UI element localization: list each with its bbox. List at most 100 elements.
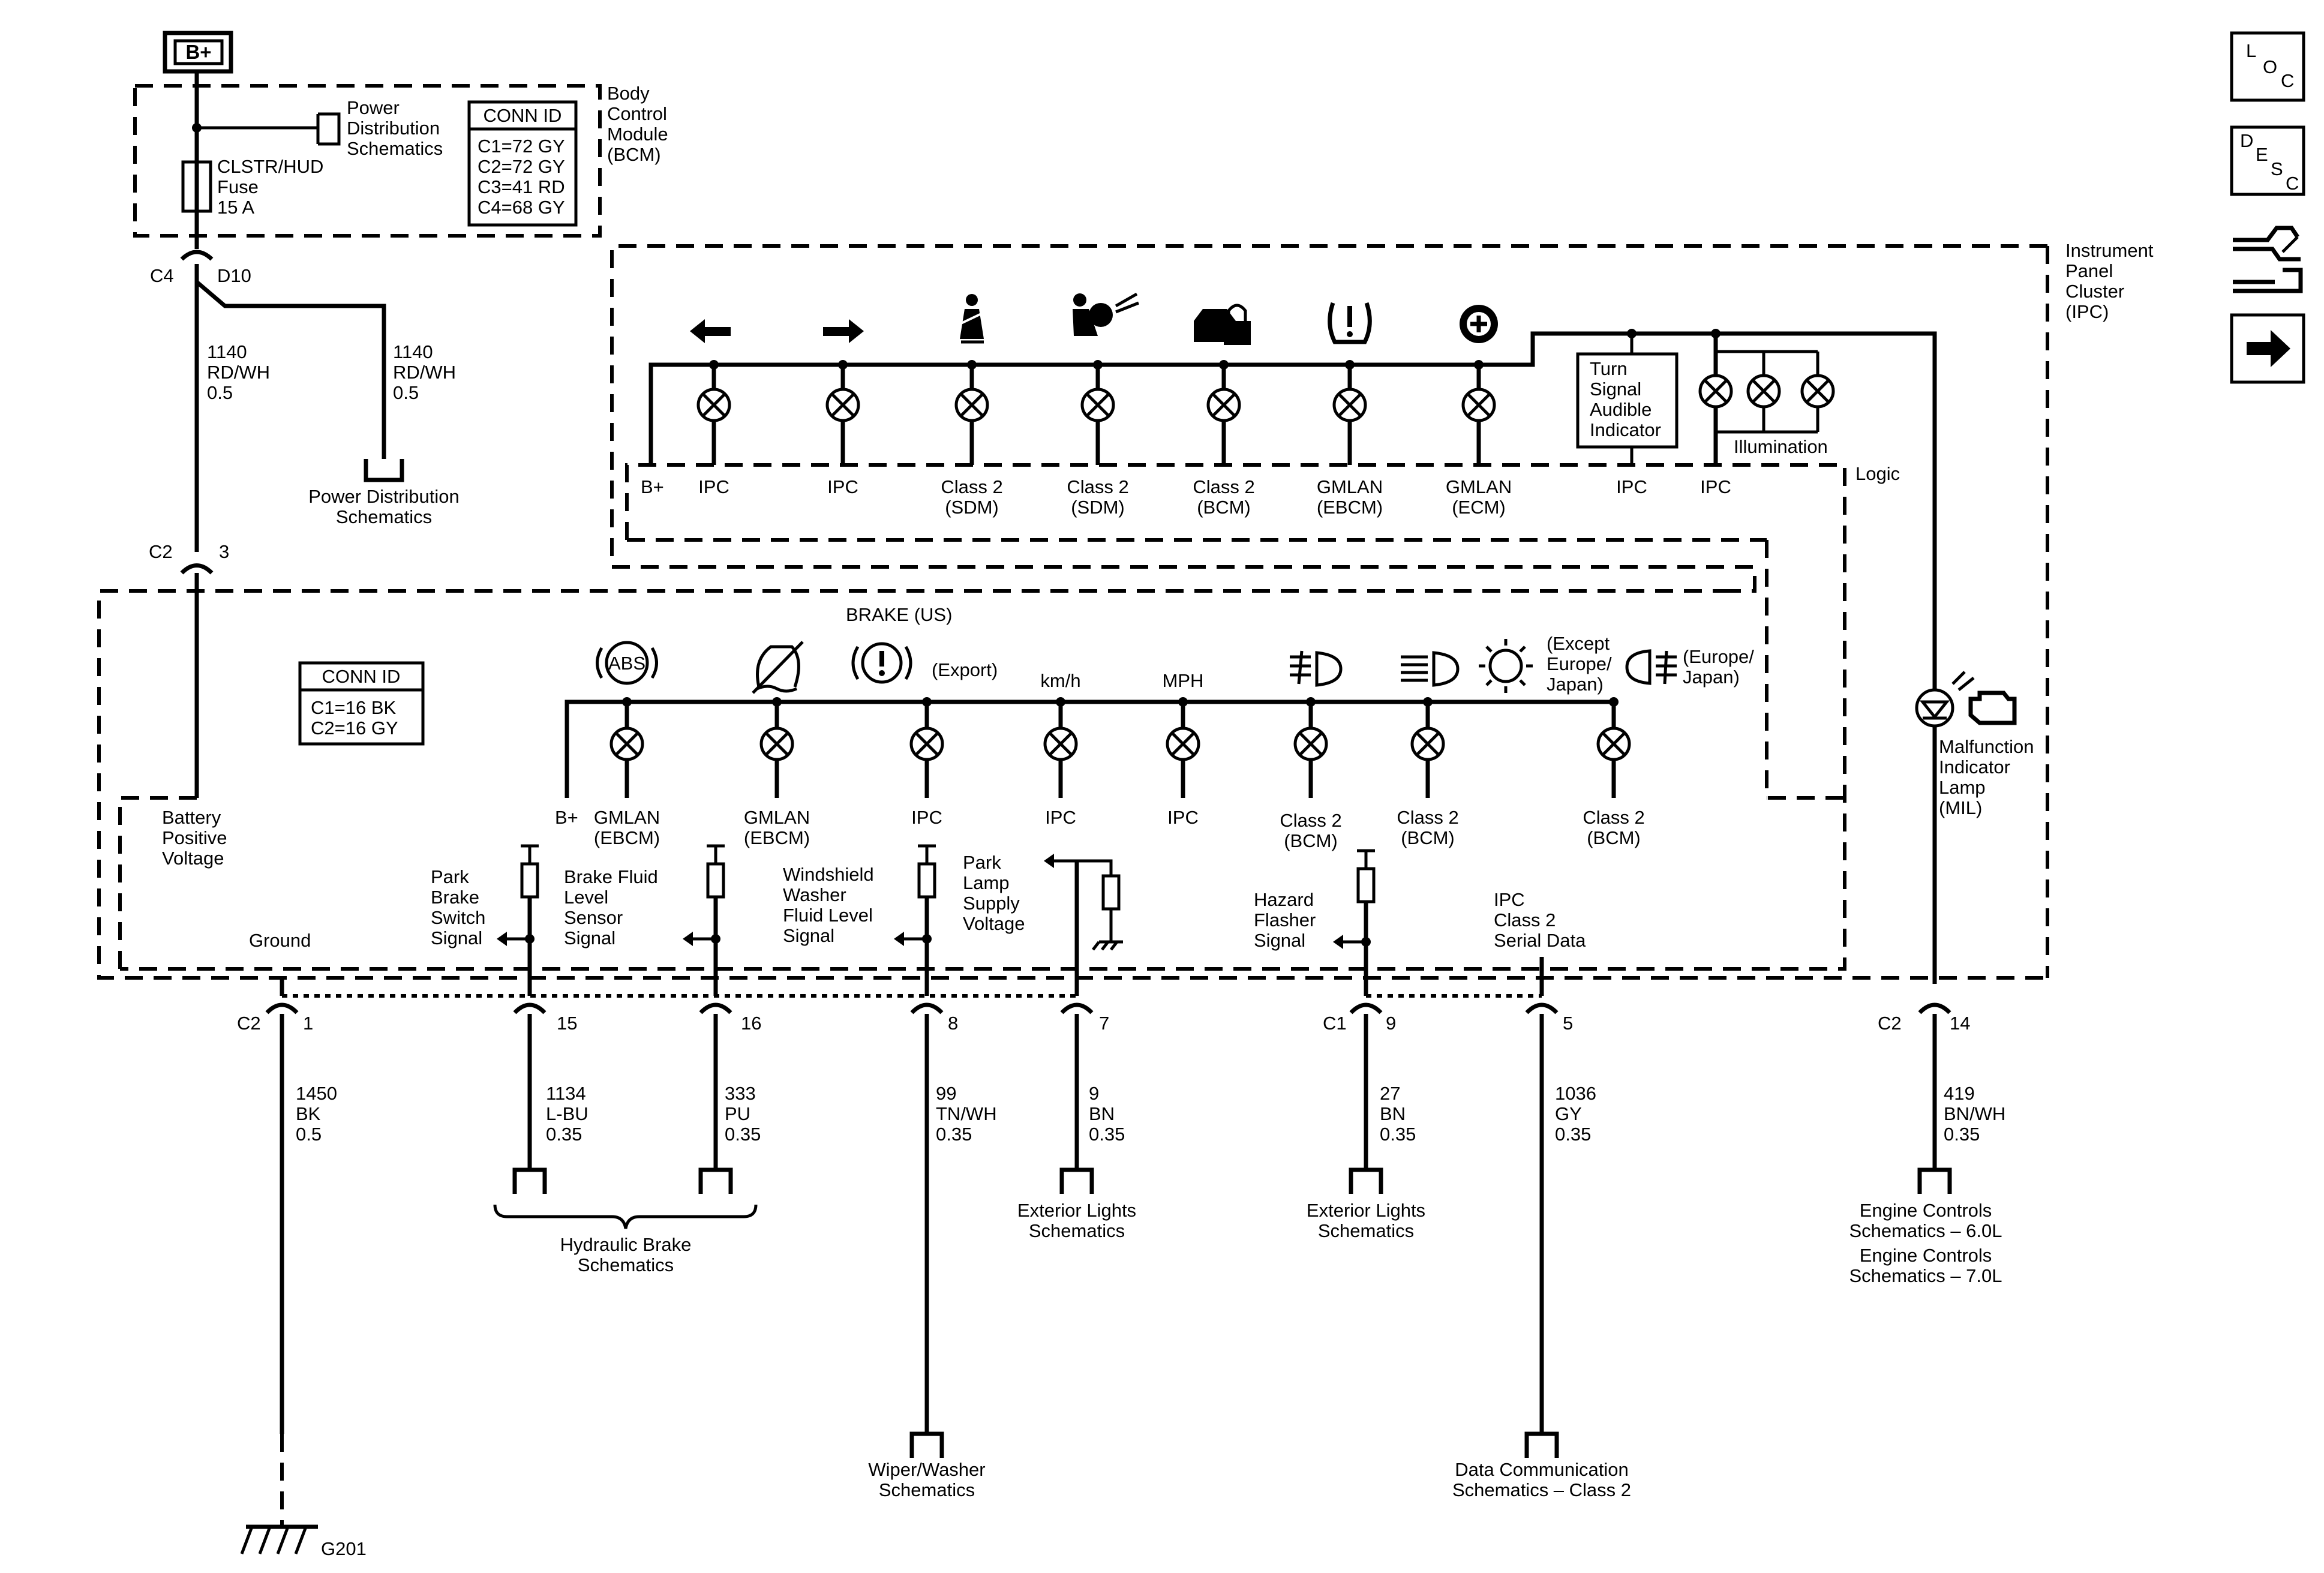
svg-text:IPC: IPC (1045, 807, 1076, 828)
svg-text:(BCM): (BCM) (1284, 830, 1338, 851)
svg-text:Indicator: Indicator (1590, 419, 1661, 440)
hydraulic-brace (493, 1204, 758, 1229)
svg-text:0.5: 0.5 (296, 1124, 322, 1145)
svg-text:Signal: Signal (1590, 379, 1641, 400)
svg-text:0.35: 0.35 (936, 1124, 972, 1145)
svg-text:Class 2: Class 2 (941, 476, 1002, 497)
hazard-label: Hazard Flasher Signal (1254, 889, 1316, 951)
turn-signal-box (1576, 352, 1679, 449)
lamp-security (1206, 360, 1241, 465)
svg-text:1140: 1140 (393, 341, 433, 362)
right-arrow-icon (823, 319, 864, 343)
svg-text:Data Communication: Data Communication (1455, 1459, 1628, 1480)
battery-positive-label: Battery Positive Voltage (162, 807, 227, 869)
svg-text:Instrument: Instrument (2065, 240, 2154, 261)
loc-button[interactable]: L O C (2230, 31, 2305, 102)
svg-text:GY: GY (1555, 1103, 1582, 1124)
svg-text:C4=68 GY: C4=68 GY (478, 197, 565, 218)
upper-bus-wire (648, 331, 1937, 690)
except-europe-label: (Except Europe/ Japan) (1547, 633, 1612, 695)
battery-box-inner (173, 39, 224, 65)
svg-text:Body: Body (607, 83, 650, 104)
wire-1140-right-label: 1140 RD/WH 0.5 (393, 341, 456, 403)
svg-text:Voltage: Voltage (963, 913, 1025, 934)
svg-text:Signal: Signal (1254, 930, 1305, 951)
power-dist-bottom-ref: Power Distribution Schematics (308, 486, 460, 527)
svg-text:7: 7 (1099, 1013, 1109, 1034)
svg-text:Audible: Audible (1590, 399, 1652, 420)
pin3-label: 3 (219, 541, 229, 562)
svg-text:(SDM): (SDM) (945, 497, 999, 518)
windshield-label: Windshield Washer Fluid Level Signal (783, 864, 874, 946)
svg-text:419: 419 (1944, 1083, 1975, 1104)
brake-fluid-input (683, 844, 725, 996)
park-brake-label: Park Brake Switch Signal (431, 866, 485, 948)
svg-text:Schematics: Schematics (347, 138, 443, 159)
bcm-conn-title: CONN ID (484, 105, 562, 126)
svg-text:Schematics – 7.0L: Schematics – 7.0L (1849, 1265, 2002, 1286)
ipc-conn-row-1: C1=16 BK (311, 697, 397, 718)
svg-text:IPC: IPC (698, 476, 729, 497)
right-arrow-icon (2247, 330, 2290, 367)
tire-pressure-icon (1328, 302, 1372, 344)
svg-text:GMLAN: GMLAN (1446, 476, 1512, 497)
svg-text:IPC: IPC (1494, 889, 1525, 910)
svg-text:Power: Power (347, 97, 400, 118)
svg-text:Schematics – 6.0L: Schematics – 6.0L (1849, 1220, 2002, 1241)
svg-text:Control: Control (607, 103, 667, 124)
svg-text:TN/WH: TN/WH (936, 1103, 997, 1124)
svg-text:0.35: 0.35 (1555, 1124, 1591, 1145)
svg-text:Battery: Battery (162, 807, 221, 828)
c4-label: C4 (150, 265, 174, 286)
svg-text:Brake: Brake (431, 887, 479, 908)
svg-text:Schematics – Class 2: Schematics – Class 2 (1452, 1479, 1631, 1500)
ext-lights-ref-2: Exterior Lights Schematics (1307, 1200, 1425, 1241)
power-dist-connector (316, 112, 341, 146)
lamp-turn-left (696, 360, 731, 465)
connector-icon[interactable] (2233, 226, 2303, 293)
svg-text:GMLAN: GMLAN (594, 807, 660, 828)
svg-text:Hazard: Hazard (1254, 889, 1314, 910)
lamp-airbag (1080, 360, 1115, 465)
mph-label: MPH (1163, 670, 1204, 691)
next-button[interactable] (2230, 313, 2305, 384)
svg-text:S: S (2271, 158, 2283, 179)
svg-text:IPC: IPC (911, 807, 942, 828)
brake-warning-icon (851, 642, 912, 684)
svg-text:IPC: IPC (1167, 807, 1199, 828)
bcm-conn-id-box (467, 100, 578, 227)
ground-label: Ground (249, 930, 311, 951)
ipc-conn-title: CONN ID (322, 666, 401, 687)
svg-text:Exterior Lights: Exterior Lights (1307, 1200, 1425, 1221)
svg-text:1450: 1450 (296, 1083, 337, 1104)
svg-text:PU: PU (725, 1103, 750, 1124)
svg-text:14: 14 (1950, 1013, 1970, 1034)
desc-button[interactable]: D E S C (2230, 125, 2305, 196)
svg-text:C: C (2286, 173, 2299, 194)
europe-fog-icon (1625, 649, 1677, 685)
upper-lamps (696, 360, 1496, 465)
ground-g201-label: G201 (321, 1538, 367, 1559)
svg-text:(EBCM): (EBCM) (1317, 497, 1383, 518)
svg-text:Module: Module (607, 124, 668, 145)
svg-text:Malfunction: Malfunction (1939, 736, 2034, 757)
svg-text:Lamp: Lamp (1939, 777, 1986, 798)
svg-text:Class 2: Class 2 (1397, 807, 1458, 828)
svg-text:1140: 1140 (207, 341, 247, 362)
wire-labels: 1450 BK 0.5 1134 L-BU 0.35 333 PU 0.35 9… (296, 1083, 2005, 1145)
svg-text:99: 99 (936, 1083, 956, 1104)
lamp-high-beam (1410, 697, 1445, 798)
svg-text:Supply: Supply (963, 893, 1020, 914)
illumination-lamps (1698, 329, 1835, 465)
svg-text:1: 1 (303, 1013, 313, 1034)
engine-icon (1968, 691, 2017, 725)
svg-text:Voltage: Voltage (162, 848, 224, 869)
svg-text:BN/WH: BN/WH (1944, 1103, 2005, 1124)
ipc-conn-id-box (298, 661, 425, 746)
svg-text:Cluster: Cluster (2065, 281, 2124, 302)
svg-text:C1=72 GY: C1=72 GY (478, 136, 565, 157)
park-brake-input (497, 844, 539, 996)
svg-text:Schematics: Schematics (1029, 1220, 1125, 1241)
svg-text:L: L (2246, 40, 2256, 61)
